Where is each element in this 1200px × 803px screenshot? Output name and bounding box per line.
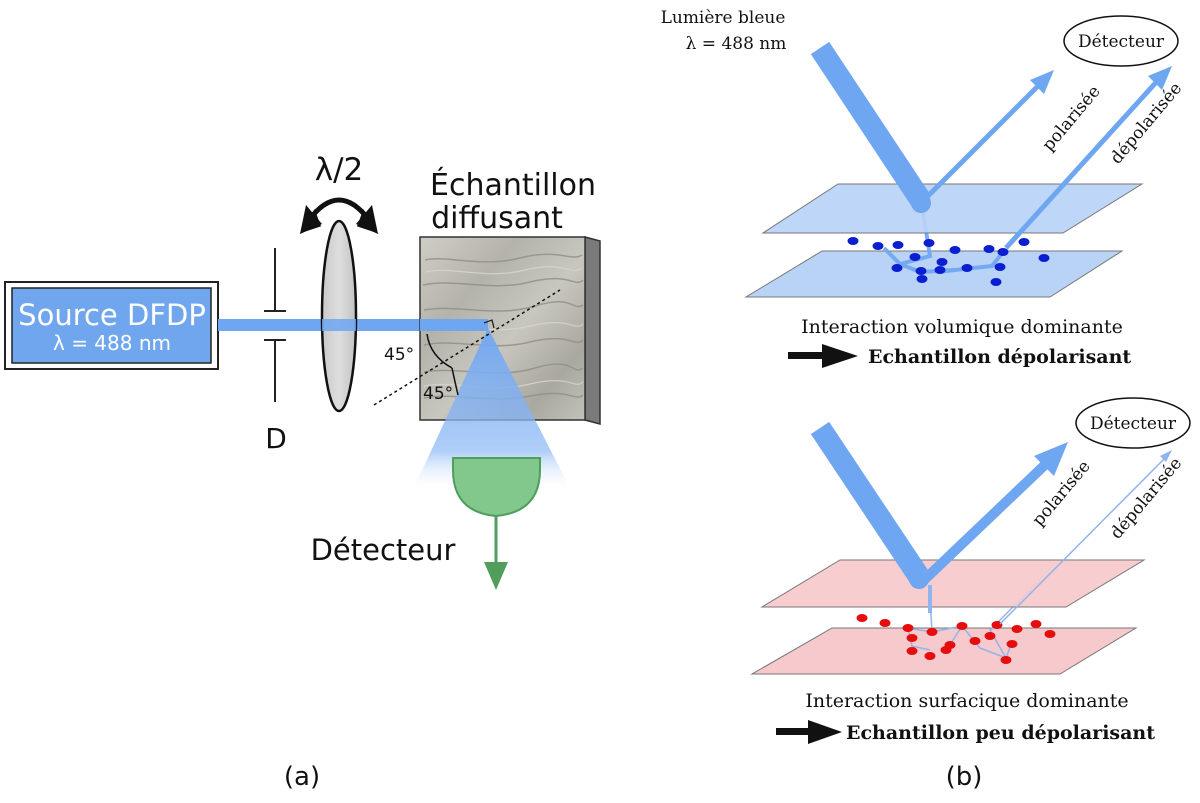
bottom-arrow-icon [776,720,842,744]
source-title: Source DFDP [18,298,206,332]
normal-line [373,289,561,406]
panel-a: Source DFDP λ = 488 nm D λ/2 [4,152,601,792]
top-upper-plane [761,183,1144,234]
caption-a: (a) [284,762,320,792]
top-arrow-icon [788,344,858,368]
source-wavelength: λ = 488 nm [53,331,171,355]
detector-label: Détecteur [311,533,456,567]
bottom-depolarized-label: dépolarisée [1107,454,1187,543]
bottom-interaction-label: Interaction surfacique dominante [805,690,1128,712]
top-detector-icon [1063,15,1179,67]
angle-upper: 45° [384,345,414,365]
diaphragm-label: D [265,422,287,455]
detector-icon [452,457,541,590]
top-detector-label: Détecteur [1078,32,1165,52]
top-conclusion-label: Echantillon dépolarisant [868,346,1131,368]
half-wave-plate [320,219,358,413]
bottom-particles [856,614,1056,664]
bottom-detector-icon [1075,397,1191,449]
source-box: Source DFDP λ = 488 nm [4,281,219,370]
sample-label-line2: diffusant [431,201,563,236]
top-interaction-label: Interaction volumique dominante [801,316,1123,338]
top-lower-plane [744,250,1124,298]
bottom-scheme: Détecteur polarisée dépolarisée Interact… [750,397,1191,744]
half-wave-label: λ/2 [315,152,364,188]
light-label-line1: Lumière bleue [661,8,786,28]
bottom-conclusion-label: Echantillon peu dépolarisant [846,722,1155,744]
caption-b: (b) [946,762,983,792]
top-polarized-label: polarisée [1039,82,1105,155]
top-scheme: Détecteur polarisée dépolarisée Interact… [744,15,1186,368]
scattered-cone [412,328,572,492]
sample-label-line1: Échantillon [430,167,596,203]
angle-lower: 45° [423,384,453,404]
rotation-arrow-icon [299,197,379,234]
panel-b: Lumière bleue λ = 488 nm [661,8,1191,792]
bottom-detector-label: Détecteur [1090,414,1177,434]
light-label-line2: λ = 488 nm [686,34,787,54]
bottom-upper-plane [760,559,1146,608]
diaphragm [264,248,286,402]
top-particles [847,237,1050,286]
